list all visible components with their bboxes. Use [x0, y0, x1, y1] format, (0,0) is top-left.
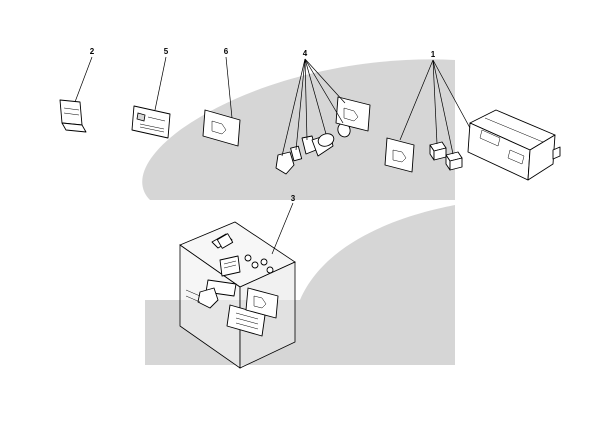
leaders-4: [281, 58, 346, 157]
part-1-control-unit[interactable]: [384, 59, 561, 181]
leader-2: [74, 56, 93, 103]
callout-5: 5: [164, 47, 169, 56]
callout-4: 4: [303, 49, 308, 58]
part-3-kit-box[interactable]: [179, 202, 296, 369]
leaders-1: [399, 59, 471, 155]
callout-2: 2: [90, 47, 95, 56]
leader-6: [225, 56, 233, 119]
callout-6: 6: [224, 47, 229, 56]
leader-5: [154, 56, 167, 111]
callout-3: 3: [291, 194, 296, 203]
part-5-code-card[interactable]: [131, 56, 171, 139]
callout-labels: 2 5 6 4 1 3: [90, 47, 436, 203]
part-2-leaflet[interactable]: [59, 56, 93, 133]
leader-3: [271, 202, 294, 255]
callout-1: 1: [431, 50, 436, 59]
part-6-plate[interactable]: [202, 56, 241, 147]
part-4-keys[interactable]: [275, 58, 371, 175]
